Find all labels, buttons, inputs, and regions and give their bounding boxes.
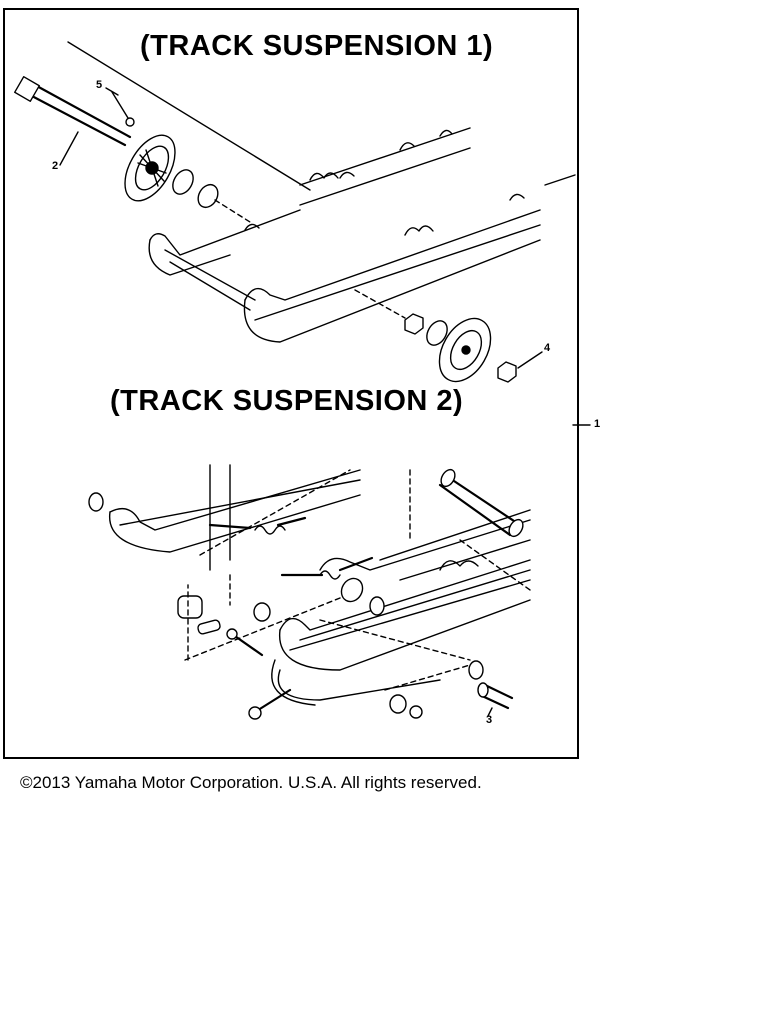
callout-1: 1 — [594, 418, 601, 430]
callout-4: 4 — [544, 342, 551, 354]
callout-3: 3 — [486, 714, 493, 726]
copyright-notice: ©2013 Yamaha Motor Corporation. U.S.A. A… — [20, 773, 482, 792]
diagram-frame — [3, 8, 579, 759]
track-suspension-1-drawing — [14, 41, 576, 383]
track-suspension-2-drawing — [88, 464, 531, 720]
section-2-title: (TRACK SUSPENSION 2) — [110, 385, 464, 417]
callout-5: 5 — [96, 79, 103, 91]
callout-2: 2 — [52, 160, 59, 172]
section-1-title: (TRACK SUSPENSION 1) — [140, 30, 494, 62]
